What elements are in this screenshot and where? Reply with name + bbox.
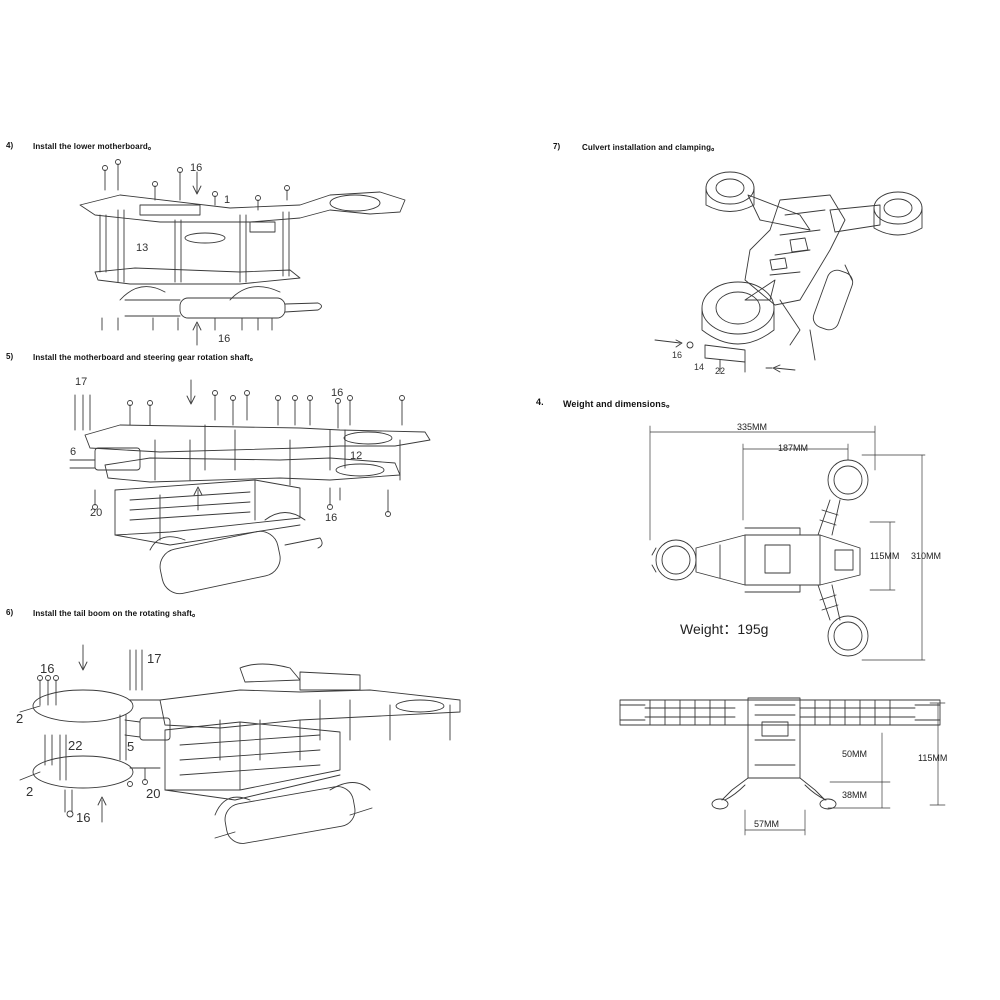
callout-2: 2 [16, 711, 23, 726]
callout-22: 22 [715, 366, 725, 376]
step-6-drawing: 16 17 2 22 5 2 20 16 [16, 644, 461, 844]
dim-50mm: 50MM [842, 749, 867, 759]
dim-310mm: 310MM [911, 551, 941, 561]
callout-22: 22 [68, 738, 82, 753]
front-view-drawing: 50MM 38MM 115MM 57MM [619, 697, 947, 836]
callout-6: 6 [70, 446, 76, 458]
section-text: Weight and dimensions。 [563, 399, 676, 409]
step-number: 4) [6, 141, 14, 150]
callout-16: 16 [672, 350, 682, 360]
callout-12: 12 [350, 450, 362, 462]
callout-16: 16 [331, 387, 343, 399]
step-text: Install the motherboard and steering gea… [33, 353, 258, 362]
callout-16: 16 [40, 661, 54, 676]
dim-115mm-top: 115MM [870, 551, 899, 561]
callout-20: 20 [90, 507, 102, 519]
callout-1: 1 [224, 194, 230, 206]
top-view-drawing: 335MM 187MM 115MM 310MM [649, 422, 941, 661]
dim-115mm-side: 115MM [918, 753, 947, 763]
step-number: 7) [553, 142, 561, 151]
dim-38mm: 38MM [842, 790, 867, 800]
step-5-drawing: 17 16 6 12 20 16 [69, 376, 431, 595]
callout-5: 5 [127, 739, 134, 754]
callout-16: 16 [76, 810, 90, 825]
dim-57mm: 57MM [754, 819, 779, 829]
step-number: 6) [6, 608, 14, 617]
callout-2: 2 [26, 784, 33, 799]
step-4-drawing: 16 1 13 16 [79, 159, 406, 346]
callout-17: 17 [75, 376, 87, 388]
step-text: Install the tail boom on the rotating sh… [33, 609, 201, 618]
callout-16: 16 [325, 512, 337, 524]
dim-335mm: 335MM [737, 422, 767, 432]
step-7-drawing: 16 14 22 [654, 171, 923, 376]
dim-187mm: 187MM [778, 443, 808, 453]
callout-20: 20 [146, 786, 160, 801]
step-text: Culvert installation and clamping。 [582, 143, 720, 152]
step-number: 5) [6, 352, 14, 361]
callout-16: 16 [218, 333, 230, 345]
step-text: Install the lower motherboard。 [33, 142, 157, 151]
section-number: 4. [536, 397, 544, 407]
callout-16: 16 [190, 162, 202, 174]
callout-17: 17 [147, 651, 161, 666]
callout-13: 13 [136, 242, 148, 254]
weight-label: Weight：195g [680, 621, 769, 637]
callout-14: 14 [694, 362, 704, 372]
